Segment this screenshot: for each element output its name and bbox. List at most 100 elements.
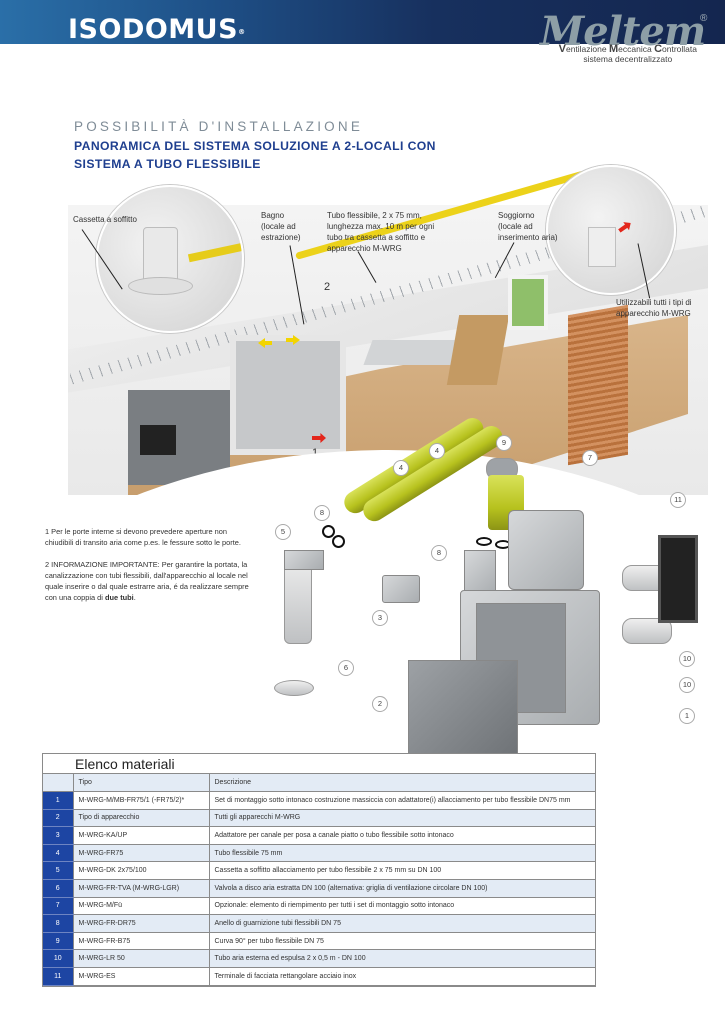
part-tag-4: 4 [429, 443, 445, 459]
section-overline: POSSIBILITÀ D'INSTALLAZIONE [74, 119, 364, 134]
row-tipo: M-WRG-M/Fü [72, 897, 210, 916]
row-tipo: M-WRG-FR-TVA (M-WRG-LGR) [72, 879, 210, 898]
registered-mark: ® [238, 28, 246, 36]
row-number: 7 [43, 897, 73, 916]
callout-ceiling-box: Cassetta a soffitto [73, 215, 137, 224]
scene-step-2: 2 [324, 281, 331, 293]
row-tipo: M-WRG-ES [72, 967, 210, 986]
balcony-deck [568, 304, 628, 466]
note-1: 1 Per le porte interne si devono prevede… [45, 527, 241, 547]
row-number: 5 [43, 861, 73, 881]
gasket-ring [332, 535, 345, 548]
row-number: 2 [43, 809, 73, 828]
bathroom [230, 335, 346, 455]
callout-line: Bagno [261, 211, 285, 220]
header-num [43, 774, 73, 793]
facade-terminal-part [658, 535, 698, 623]
installation-illustration: Cassetta a soffitto Bagno (locale ad est… [68, 165, 708, 755]
row-descrizione: Terminale di facciata rettangolare accia… [209, 967, 595, 986]
brand-name: ISODOMUS [68, 14, 239, 45]
row-tipo: M-WRG-KA/UP [72, 826, 210, 845]
part-tag-3: 3 [372, 610, 388, 626]
callout-line: apparecchio M-WRG [327, 244, 402, 253]
callout-line: (locale ad [261, 222, 296, 231]
ceiling-valve-disc [128, 277, 193, 295]
oven [140, 425, 176, 455]
header-tipo: Tipo [72, 774, 210, 793]
part-tag-10: 10 [679, 651, 695, 667]
materials-title: Elenco materiali [43, 754, 595, 774]
note-2-emphasis: due tubi [105, 593, 134, 602]
callout-line: Utilizzabili tutti i tipi di [616, 298, 692, 307]
tagline-line2: sistema decentralizzato [583, 54, 673, 64]
installation-notes: 1 Per le porte interne si devono prevede… [45, 526, 255, 614]
header-band [0, 0, 725, 44]
device-panel [588, 227, 616, 267]
ceiling-box-connector [284, 550, 324, 570]
part-tag-9: 9 [496, 435, 512, 451]
meltem-registered-mark: ® [700, 13, 708, 24]
row-descrizione: Adattatore per canale per posa a canale … [209, 826, 595, 845]
row-tipo: M-WRG-FR-DR75 [72, 914, 210, 933]
note-2: 2 INFORMAZIONE IMPORTANTE: Per garantire… [45, 559, 255, 603]
callout-line: Tubo flessibile, 2 x 75 mm, [327, 211, 422, 220]
row-number: 11 [43, 967, 73, 986]
page-title: PANORAMICA DEL SISTEMA SOLUZIONE A 2-LOC… [74, 139, 436, 171]
tagline-word: ontrollata [662, 44, 697, 54]
tagline-word: entilazione [565, 44, 609, 54]
detail-circle-device [546, 165, 676, 295]
row-descrizione: Valvola a disco aria estratta DN 100 (al… [209, 879, 595, 898]
part-tag-6: 6 [338, 660, 354, 676]
duct-adapter-part [382, 575, 420, 603]
extract-arrow-icon [616, 219, 633, 235]
callout-bathroom: Bagno (locale ad estrazione) [261, 210, 301, 243]
row-descrizione: Cassetta a soffitto allacciamento per tu… [209, 861, 595, 881]
callout-line: Soggiorno [498, 211, 535, 220]
meltem-tagline: Ventilazione Meccanica Controllata siste… [559, 44, 697, 65]
part-tag-10: 10 [679, 677, 695, 693]
row-descrizione: Opzionale: elemento di riempimento per t… [209, 897, 595, 916]
gasket-ring [322, 525, 335, 538]
part-tag-2: 2 [372, 696, 388, 712]
header-descrizione: Descrizione [209, 774, 595, 793]
row-tipo: M-WRG-FR75 [72, 844, 210, 863]
row-number: 1 [43, 791, 73, 810]
detail-duct [187, 239, 242, 263]
callout-line: estrazione) [261, 233, 301, 242]
part-tag-5: 5 [275, 524, 291, 540]
callout-line: inserimento aria) [498, 233, 558, 242]
row-tipo: M-WRG-FR-B75 [72, 932, 210, 951]
table-header-row: Tipo Descrizione [43, 774, 595, 793]
supply-arrow-icon [258, 338, 272, 348]
row-number: 9 [43, 932, 73, 951]
row-descrizione: Set di montaggio sotto intonaco costruzi… [209, 791, 595, 810]
filler-element-part [508, 510, 584, 590]
detail-circle-ceiling-box [96, 185, 244, 333]
note-2-text: 2 INFORMAZIONE IMPORTANTE: Per garantire… [45, 560, 249, 602]
callout-all-devices: Utilizzabili tutti i tipi di apparecchio… [616, 297, 692, 319]
ventilation-device-part [408, 660, 518, 755]
row-descrizione: Anello di guarnizione tubi flessibili DN… [209, 914, 595, 933]
part-tag-7: 7 [582, 450, 598, 466]
callout-line: apparecchio M-WRG [616, 309, 691, 318]
part-tag-8: 8 [314, 505, 330, 521]
row-descrizione: Tubo flessibile 75 mm [209, 844, 595, 863]
row-tipo: M-WRG-LR 50 [72, 949, 210, 969]
row-number: 4 [43, 844, 73, 863]
isodomus-logo: ISODOMUS® [68, 16, 246, 44]
meltem-logo: Meltem [540, 8, 706, 55]
row-number: 3 [43, 826, 73, 845]
callout-line: tubo tra cassetta a soffitto e [327, 233, 426, 242]
callout-line: lunghezza max. 10 m per ogni [327, 222, 435, 231]
ceiling-box-cylinder [143, 227, 178, 282]
